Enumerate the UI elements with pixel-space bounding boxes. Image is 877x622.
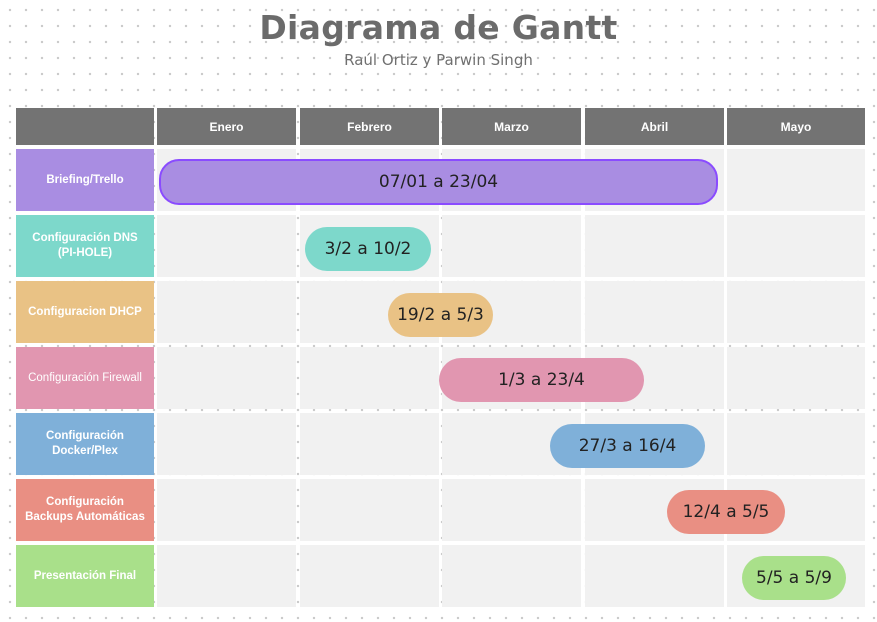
task-label: Configuración DNS (PI-HOLE)	[16, 215, 154, 277]
month-header-mayo: Mayo	[727, 108, 865, 145]
task-label: Configuracion DHCP	[16, 281, 154, 343]
header-corner	[16, 108, 154, 145]
month-header-febrero: Febrero	[300, 108, 439, 145]
month-header-abril: Abril	[585, 108, 724, 145]
page-title: Diagrama de Gantt	[259, 8, 618, 47]
task-label: Configuración Docker/Plex	[16, 413, 154, 475]
month-header-enero: Enero	[157, 108, 296, 145]
grid-cell	[300, 545, 439, 607]
grid-cell	[300, 347, 439, 409]
grid-cell	[157, 215, 296, 277]
task-bar[interactable]: 19/2 a 5/3	[388, 293, 493, 337]
grid-cell	[157, 479, 296, 541]
grid-cell	[157, 545, 296, 607]
task-bar[interactable]: 27/3 a 16/4	[550, 424, 705, 468]
task-bar[interactable]: 12/4 a 5/5	[667, 490, 785, 534]
grid-cell	[727, 347, 865, 409]
grid-cell	[727, 281, 865, 343]
grid-cell	[157, 413, 296, 475]
grid-cell	[585, 545, 724, 607]
grid-cell	[157, 281, 296, 343]
grid-cell	[727, 215, 865, 277]
task-bar[interactable]: 07/01 a 23/04	[159, 159, 718, 205]
grid-cell	[442, 215, 581, 277]
grid-cell	[300, 413, 439, 475]
task-label: Briefing/Trello	[16, 149, 154, 211]
page-subtitle: Raúl Ortiz y Parwin Singh	[344, 51, 533, 69]
task-label: Configuración Firewall	[16, 347, 154, 409]
task-bar[interactable]: 1/3 a 23/4	[439, 358, 644, 402]
grid-cell	[585, 281, 724, 343]
task-bar[interactable]: 5/5 a 5/9	[742, 556, 846, 600]
grid-cell	[585, 215, 724, 277]
task-label: Presentación Final	[16, 545, 154, 607]
task-bar[interactable]: 3/2 a 10/2	[305, 227, 431, 271]
grid-cell	[442, 479, 581, 541]
grid-cell	[727, 413, 865, 475]
task-label: Configuración Backups Automáticas	[16, 479, 154, 541]
month-header-marzo: Marzo	[442, 108, 581, 145]
grid-cell	[300, 479, 439, 541]
grid-cell	[727, 149, 865, 211]
grid-cell	[157, 347, 296, 409]
grid-cell	[442, 545, 581, 607]
